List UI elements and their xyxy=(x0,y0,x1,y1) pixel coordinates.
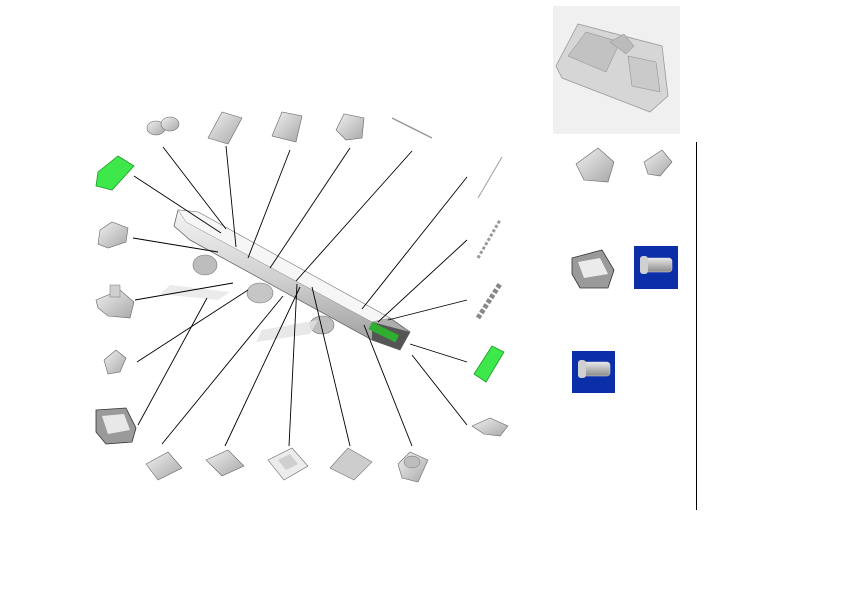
frame-part xyxy=(95,407,137,445)
leader-line xyxy=(295,150,413,282)
leader-line xyxy=(136,289,249,363)
leader-line xyxy=(161,295,284,445)
leader-line xyxy=(132,237,219,253)
leader-line xyxy=(411,354,468,426)
leader-line xyxy=(387,299,468,321)
hinge-thumbnail xyxy=(575,147,615,183)
green-keypad-part xyxy=(95,155,135,191)
leader-line xyxy=(133,175,222,234)
leader-line xyxy=(247,149,291,259)
thin-rod-part xyxy=(477,156,503,199)
housing-part xyxy=(335,113,365,141)
twin-knob-part xyxy=(146,116,180,136)
mount-part xyxy=(471,417,509,437)
green-keypad-part xyxy=(473,345,505,383)
leader-line xyxy=(137,297,208,426)
bead-chain-part xyxy=(475,282,503,320)
leader-line xyxy=(311,286,351,447)
main-assembly xyxy=(160,209,411,351)
panel-divider xyxy=(696,142,697,510)
mount-part xyxy=(397,451,429,483)
leader-line xyxy=(361,176,468,310)
selected-part-thumbnail[interactable] xyxy=(572,351,615,393)
leader-line xyxy=(224,286,301,447)
leader-line xyxy=(377,239,468,323)
selected-part-thumbnail[interactable] xyxy=(634,246,678,289)
leader-line xyxy=(363,324,413,447)
small-clip-part xyxy=(103,349,127,375)
leader-line xyxy=(269,147,351,269)
bracket-part xyxy=(97,221,129,249)
leader-line xyxy=(225,145,237,248)
leader-line xyxy=(409,343,468,363)
rod-part xyxy=(391,117,433,139)
hinge-clamp-part xyxy=(95,284,135,319)
frame-thumbnail xyxy=(571,249,615,289)
leader-line xyxy=(134,282,234,301)
lcd-panel-part xyxy=(267,447,309,481)
control-panel-assembly-image xyxy=(553,6,680,134)
cover-part xyxy=(271,111,303,143)
leader-lines xyxy=(132,145,468,447)
button-grid-part xyxy=(207,111,243,145)
leader-line xyxy=(288,283,298,447)
plate-part xyxy=(145,451,183,481)
clip-thumbnail xyxy=(643,149,673,177)
leader-line xyxy=(162,146,227,230)
cover-part xyxy=(205,449,245,477)
plate-part xyxy=(329,447,373,481)
bead-chain-part xyxy=(476,219,502,259)
